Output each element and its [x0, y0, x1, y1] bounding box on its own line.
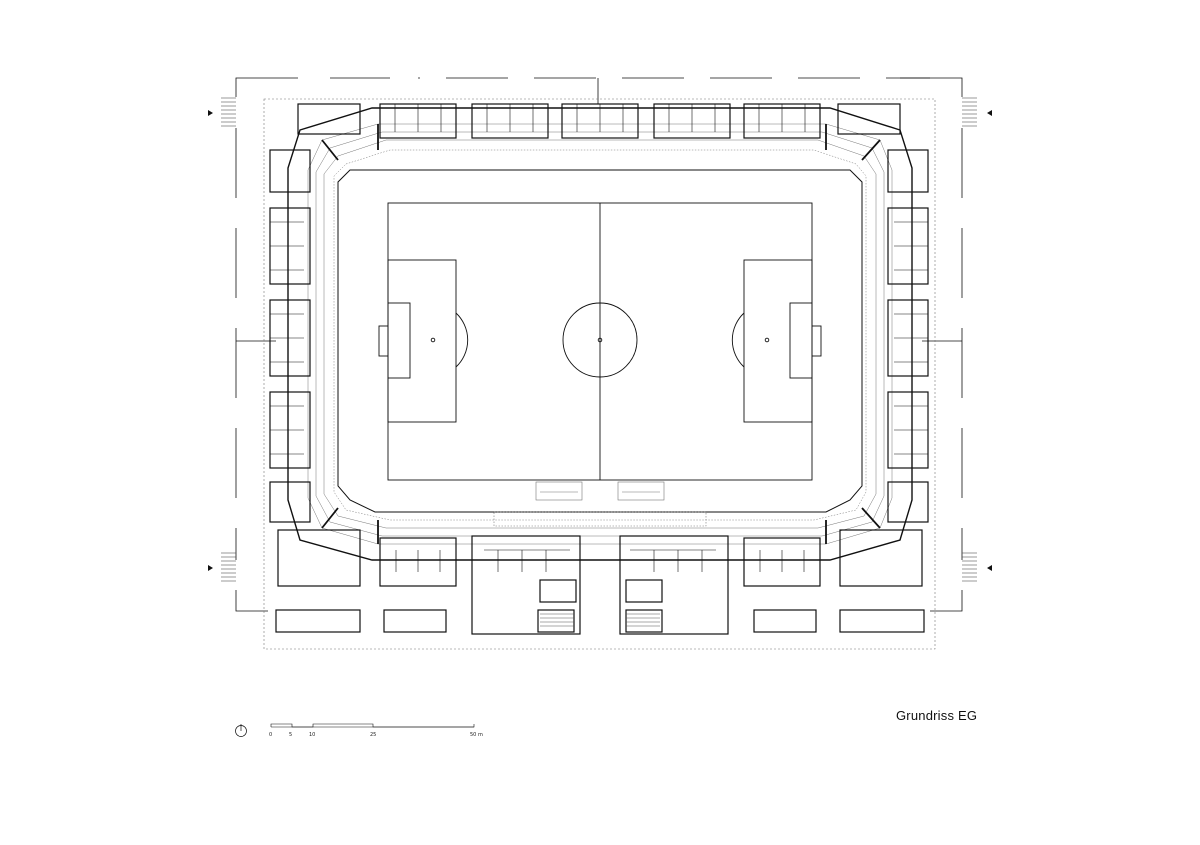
- scale-label-50: 50 m: [470, 732, 483, 738]
- goal-area-right: [789, 302, 813, 379]
- scale-label-10: 10: [309, 732, 315, 738]
- penalty-arc-left: [455, 312, 469, 368]
- goal-left: [378, 325, 389, 357]
- north-side-rooms: [297, 103, 901, 139]
- scale-label-5: 5: [289, 732, 292, 738]
- scale-bar: [270, 723, 475, 728]
- west-side-rooms: [269, 149, 311, 523]
- pitch-surround: [337, 169, 863, 513]
- centre-spot: [597, 337, 603, 343]
- entrance-arrow-icon: [208, 110, 992, 571]
- drawing-title: Grundriss EG: [896, 708, 978, 723]
- site-boundary: [235, 77, 963, 612]
- stadium-outer-wall: [287, 107, 913, 561]
- building-boundary: [263, 98, 936, 650]
- scale-label-25: 25: [370, 732, 376, 738]
- penalty-spot-right: [764, 337, 770, 343]
- vomitories: [321, 124, 881, 544]
- penalty-area-right: [743, 259, 813, 423]
- scale-bar-labels: 0 5 10 25 50 m: [269, 732, 483, 738]
- centre-circle: [562, 302, 638, 378]
- team-benches: [493, 481, 707, 527]
- goal-area-left: [387, 302, 411, 379]
- football-pitch: [378, 202, 822, 481]
- east-side-rooms: [887, 149, 929, 523]
- goal-right: [811, 325, 822, 357]
- north-arrow-icon: [235, 724, 247, 737]
- penalty-spot-left: [430, 337, 436, 343]
- south-side-rooms: [275, 529, 925, 635]
- penalty-area-left: [387, 259, 457, 423]
- penalty-arc-right: [731, 312, 745, 368]
- entrance-markers: [221, 97, 977, 582]
- scale-label-0: 0: [269, 732, 272, 738]
